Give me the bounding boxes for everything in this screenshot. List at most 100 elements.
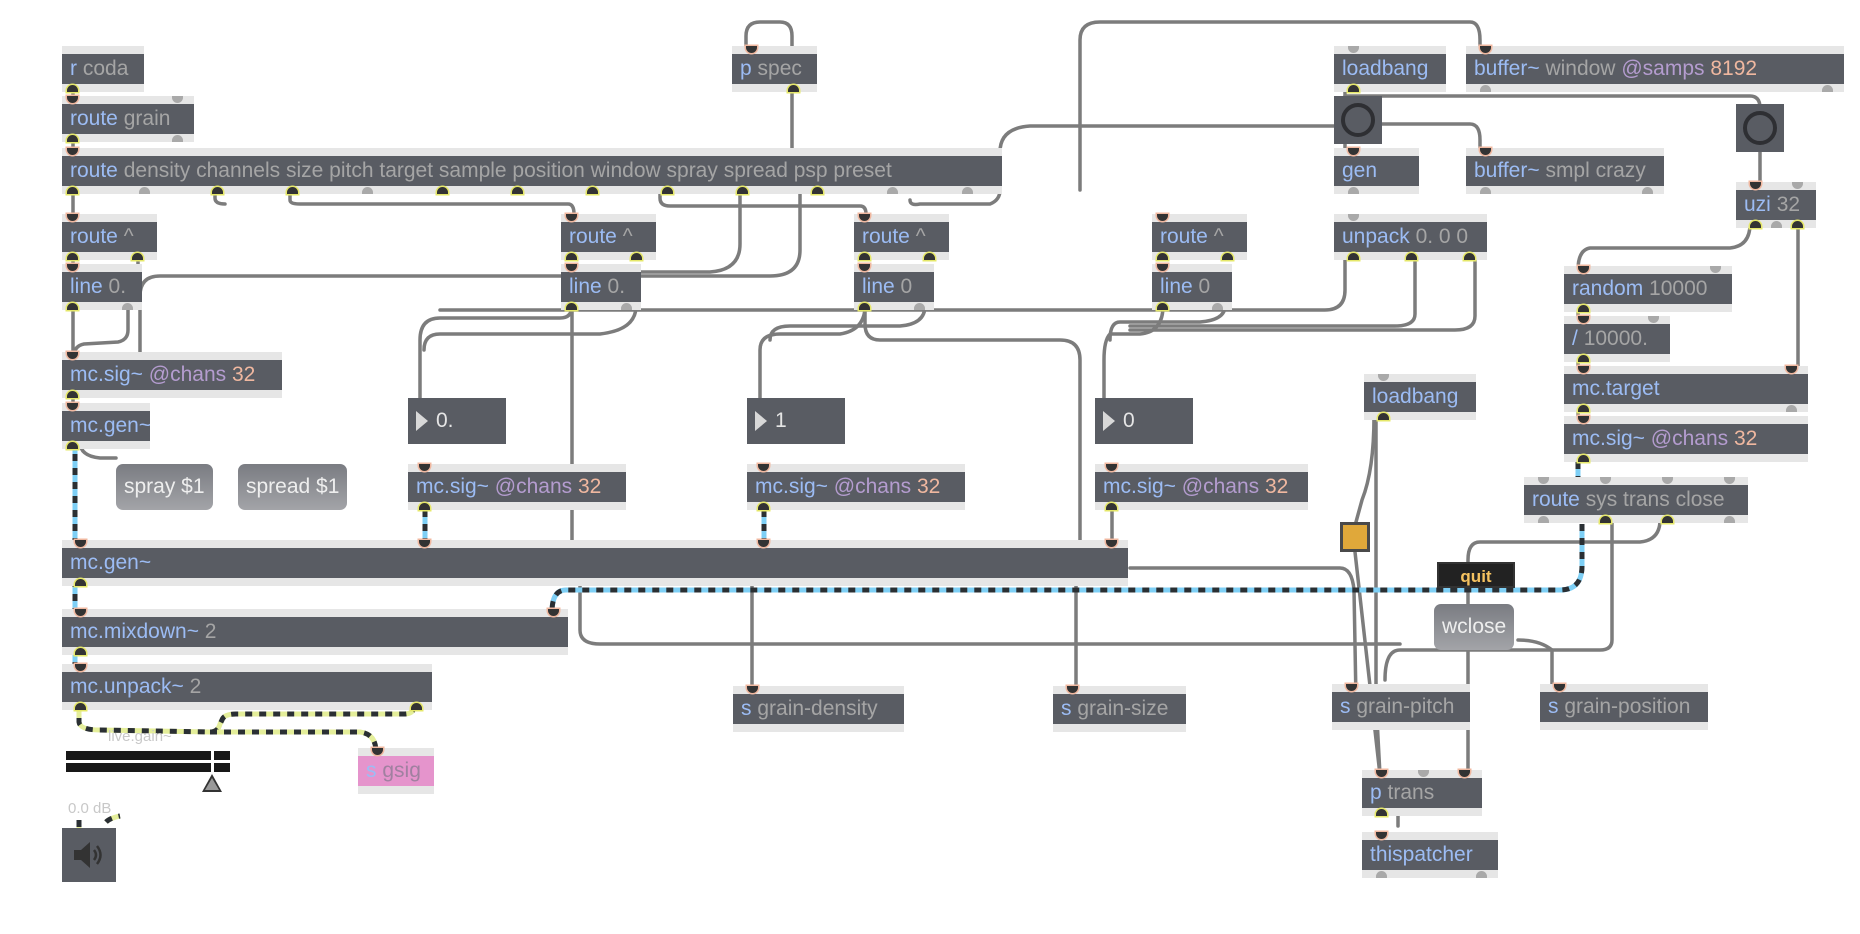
inlet[interactable] bbox=[419, 540, 430, 547]
inlet[interactable] bbox=[1710, 266, 1721, 273]
outlet[interactable] bbox=[1157, 253, 1168, 260]
mc-target-object[interactable]: mc.target bbox=[1564, 366, 1808, 412]
inlet[interactable] bbox=[1418, 770, 1429, 777]
outlet-density[interactable] bbox=[67, 187, 78, 194]
route-caret-object[interactable]: route ^ bbox=[854, 214, 949, 260]
outlet[interactable] bbox=[1212, 303, 1223, 310]
outlet[interactable] bbox=[1750, 221, 1761, 228]
loadbang-object[interactable]: loadbang bbox=[1364, 374, 1476, 420]
outlet[interactable] bbox=[1822, 85, 1833, 92]
r-coda-object[interactable]: r coda bbox=[62, 46, 144, 92]
p-trans-object[interactable]: p trans bbox=[1362, 770, 1482, 816]
inlet[interactable] bbox=[1724, 477, 1735, 484]
outlet[interactable] bbox=[1464, 253, 1475, 260]
uzi-object[interactable]: uzi 32 bbox=[1736, 182, 1816, 228]
inlet[interactable] bbox=[1480, 148, 1491, 155]
send-grain-density-object[interactable]: s grain-density bbox=[733, 686, 904, 732]
inlet[interactable] bbox=[1157, 214, 1168, 221]
inlet[interactable] bbox=[1459, 770, 1470, 777]
outlet[interactable] bbox=[631, 253, 642, 260]
inlet[interactable] bbox=[75, 664, 86, 671]
outlet[interactable] bbox=[1642, 187, 1653, 194]
inlet[interactable] bbox=[1348, 148, 1359, 155]
outlet[interactable] bbox=[1771, 221, 1782, 228]
inlet[interactable] bbox=[1578, 266, 1589, 273]
outlet[interactable] bbox=[1476, 871, 1487, 878]
inlet[interactable] bbox=[1157, 264, 1168, 271]
send-grain-size-object[interactable]: s grain-size bbox=[1053, 686, 1186, 732]
mc-sig-object[interactable]: mc.sig~ @chans 32 bbox=[62, 352, 282, 398]
inlet[interactable] bbox=[1578, 416, 1589, 423]
outlet[interactable] bbox=[1792, 221, 1803, 228]
outlet-position[interactable] bbox=[512, 187, 523, 194]
outlet[interactable] bbox=[1222, 253, 1233, 260]
mc-gen-object[interactable]: mc.gen~ bbox=[62, 540, 1128, 586]
mc-sig-object[interactable]: mc.sig~ @chans 32 bbox=[747, 464, 965, 510]
inlet[interactable] bbox=[1792, 182, 1803, 189]
inlet[interactable] bbox=[1480, 46, 1491, 53]
outlet[interactable] bbox=[67, 442, 78, 449]
inlet[interactable] bbox=[1750, 182, 1761, 189]
loadbang-object[interactable]: loadbang bbox=[1334, 46, 1446, 92]
inlet[interactable] bbox=[1346, 684, 1357, 691]
inlet[interactable] bbox=[67, 214, 78, 221]
random-object[interactable]: random 10000 bbox=[1564, 266, 1732, 312]
inlet[interactable] bbox=[172, 96, 183, 103]
mc-mixdown-object[interactable]: mc.mixdown~ 2 bbox=[62, 609, 568, 655]
outlet[interactable] bbox=[122, 303, 133, 310]
outlet-target[interactable] bbox=[362, 187, 373, 194]
route-caret-object[interactable]: route ^ bbox=[1152, 214, 1247, 260]
outlet[interactable] bbox=[1786, 405, 1797, 412]
outlet[interactable] bbox=[1378, 413, 1389, 420]
outlet[interactable] bbox=[1578, 405, 1589, 412]
inlet[interactable] bbox=[67, 403, 78, 410]
outlet[interactable] bbox=[1406, 253, 1417, 260]
line-object[interactable]: line 0. bbox=[561, 264, 641, 310]
outlet[interactable] bbox=[411, 703, 422, 710]
inlet[interactable] bbox=[859, 264, 870, 271]
outlet[interactable] bbox=[788, 85, 799, 92]
outlet[interactable] bbox=[566, 253, 577, 260]
outlet-psp[interactable] bbox=[812, 187, 823, 194]
outlet[interactable] bbox=[75, 648, 86, 655]
route-parameters-object[interactable]: route density channels size pitch target… bbox=[62, 148, 1002, 194]
inlet[interactable] bbox=[566, 214, 577, 221]
inlet[interactable] bbox=[1106, 540, 1117, 547]
inlet[interactable] bbox=[1538, 477, 1549, 484]
inlet[interactable] bbox=[372, 748, 383, 755]
gen-object[interactable]: gen bbox=[1334, 148, 1419, 194]
mc-sig-object[interactable]: mc.sig~ @chans 32 bbox=[1564, 416, 1808, 462]
inlet[interactable] bbox=[1378, 374, 1389, 381]
inlet[interactable] bbox=[566, 264, 577, 271]
inlet[interactable] bbox=[1067, 686, 1078, 693]
inlet[interactable] bbox=[75, 540, 86, 547]
outlet-window[interactable] bbox=[587, 187, 598, 194]
inlet[interactable] bbox=[67, 352, 78, 359]
inlet[interactable] bbox=[1348, 46, 1359, 53]
outlet[interactable] bbox=[859, 303, 870, 310]
number-box-window[interactable]: 0 bbox=[1095, 398, 1193, 444]
outlet[interactable] bbox=[1106, 503, 1117, 510]
outlet-reject[interactable] bbox=[962, 187, 973, 194]
inlet[interactable] bbox=[419, 464, 430, 471]
outlet[interactable] bbox=[1538, 516, 1549, 523]
mc-sig-object[interactable]: mc.sig~ @chans 32 bbox=[1095, 464, 1308, 510]
outlet[interactable] bbox=[1348, 253, 1359, 260]
send-grain-position-object[interactable]: s grain-position bbox=[1540, 684, 1708, 730]
outlet[interactable] bbox=[1724, 516, 1735, 523]
outlet[interactable] bbox=[67, 85, 78, 92]
outlet[interactable] bbox=[621, 303, 632, 310]
buffer-window-object[interactable]: buffer~ window @samps 8192 bbox=[1466, 46, 1844, 92]
bang-button[interactable] bbox=[1736, 104, 1784, 152]
inlet[interactable] bbox=[75, 609, 86, 616]
number-box-position[interactable]: 0. bbox=[408, 398, 506, 444]
outlet[interactable] bbox=[419, 503, 430, 510]
inlet[interactable] bbox=[67, 96, 78, 103]
inlet[interactable] bbox=[1376, 832, 1387, 839]
outlet-spray[interactable] bbox=[662, 187, 673, 194]
inlet[interactable] bbox=[1348, 214, 1359, 221]
inlet[interactable] bbox=[1600, 477, 1611, 484]
inlet[interactable] bbox=[859, 214, 870, 221]
outlet[interactable] bbox=[859, 253, 870, 260]
outlet[interactable] bbox=[1600, 516, 1611, 523]
